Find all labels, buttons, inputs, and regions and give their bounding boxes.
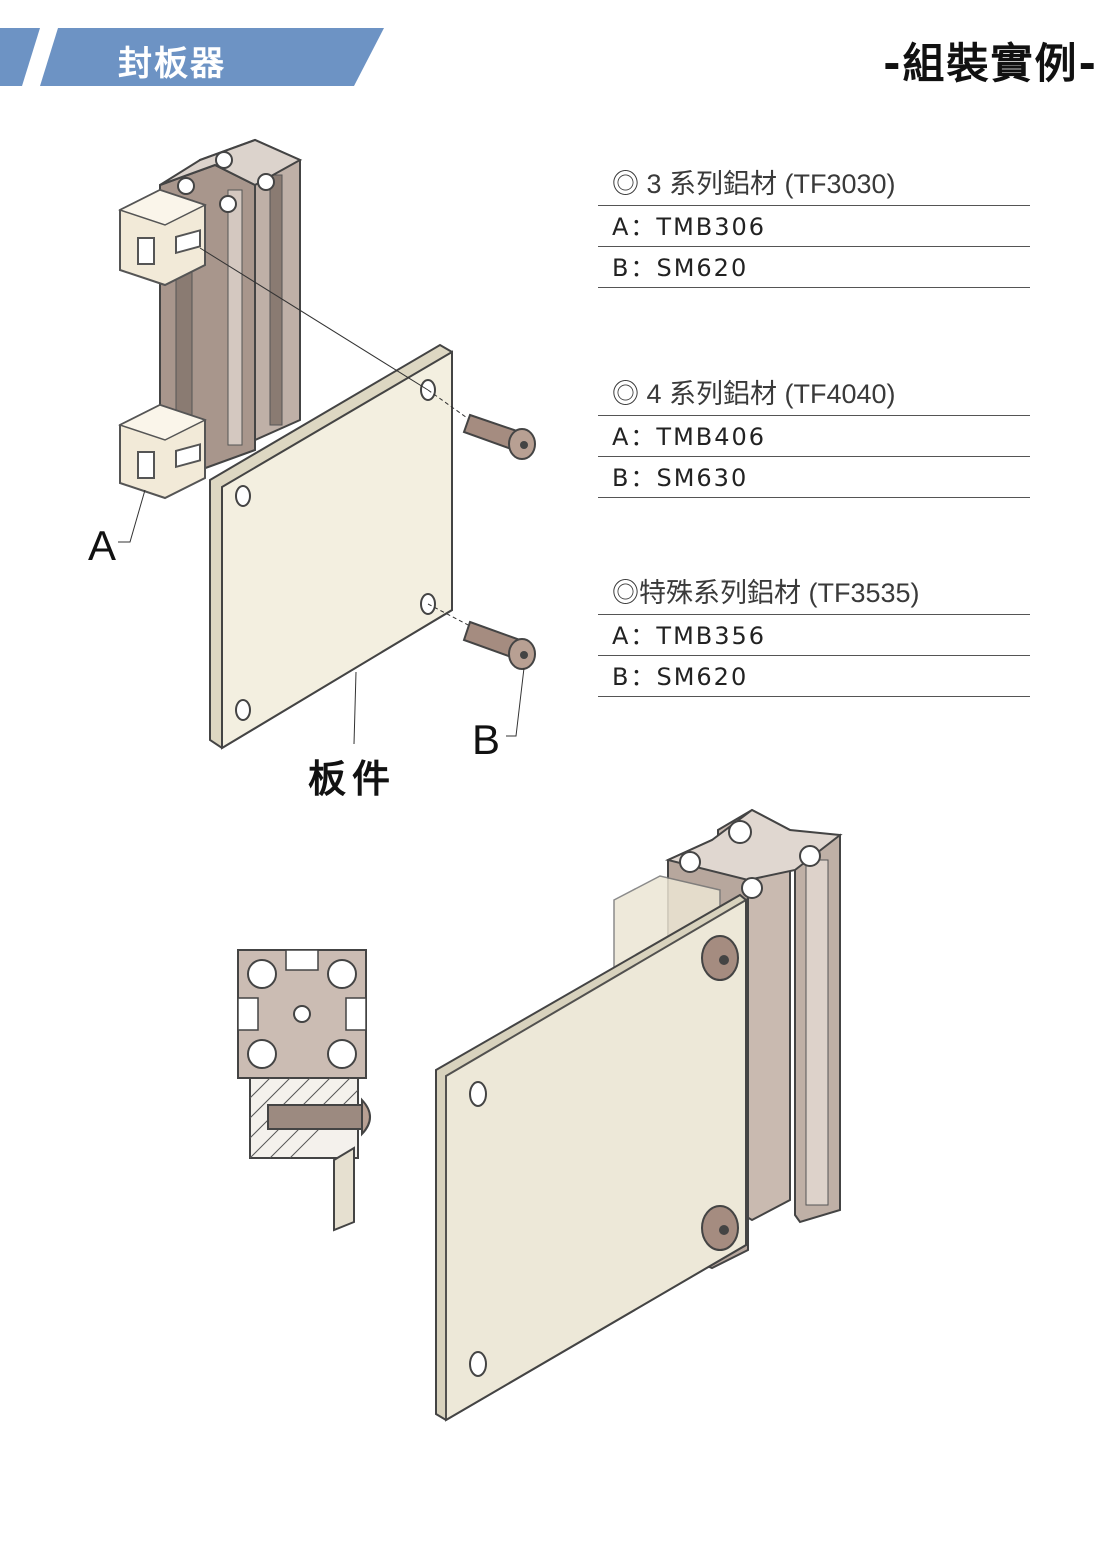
page-title: 封板器 xyxy=(118,44,226,84)
label-board: 板件 xyxy=(308,759,397,801)
spec-row-b: B：SM620 xyxy=(598,247,1030,288)
screw-head-assembled-lower xyxy=(701,1205,739,1251)
spec-row-a: A：TMB306 xyxy=(598,206,1030,247)
aluminum-profile-top xyxy=(159,138,303,472)
banner-shape xyxy=(0,28,384,86)
screw-b-lower xyxy=(462,620,536,670)
label-part-b: B xyxy=(472,716,501,763)
page-subtitle: -組裝實例- xyxy=(883,39,1098,88)
screw-head-assembled-upper xyxy=(701,935,739,981)
header-banner: 封板器 -組裝實例- xyxy=(0,0,1120,90)
spec-row-a: A：TMB356 xyxy=(598,615,1030,656)
spec-row-b: B：SM620 xyxy=(598,656,1030,697)
spec-block-special-series: ◎特殊系列鋁材 (TF3535) A：TMB356 B：SM620 xyxy=(598,572,1030,697)
spec-block-4-series: ◎ 4 系列鋁材 (TF4040) A：TMB406 B：SM630 xyxy=(598,373,1030,498)
top-exploded-view xyxy=(118,138,536,750)
spec-heading: ◎特殊系列鋁材 (TF3535) xyxy=(598,572,1030,615)
plate-assembled xyxy=(435,893,747,1422)
spec-row-b: B：SM630 xyxy=(598,457,1030,498)
label-part-a: A xyxy=(88,522,117,569)
cross-section-view xyxy=(237,949,371,1232)
plate-top xyxy=(209,343,453,750)
bracket-a-upper xyxy=(118,188,207,287)
assembled-view xyxy=(435,808,843,1422)
spec-row-a: A：TMB406 xyxy=(598,416,1030,457)
spec-heading: ◎ 3 系列鋁材 (TF3030) xyxy=(598,163,1030,206)
bracket-a-lower xyxy=(118,403,207,500)
spec-heading: ◎ 4 系列鋁材 (TF4040) xyxy=(598,373,1030,416)
screw-b-upper xyxy=(462,413,536,460)
spec-block-3-series: ◎ 3 系列鋁材 (TF3030) A：TMB306 B：SM620 xyxy=(598,163,1030,288)
